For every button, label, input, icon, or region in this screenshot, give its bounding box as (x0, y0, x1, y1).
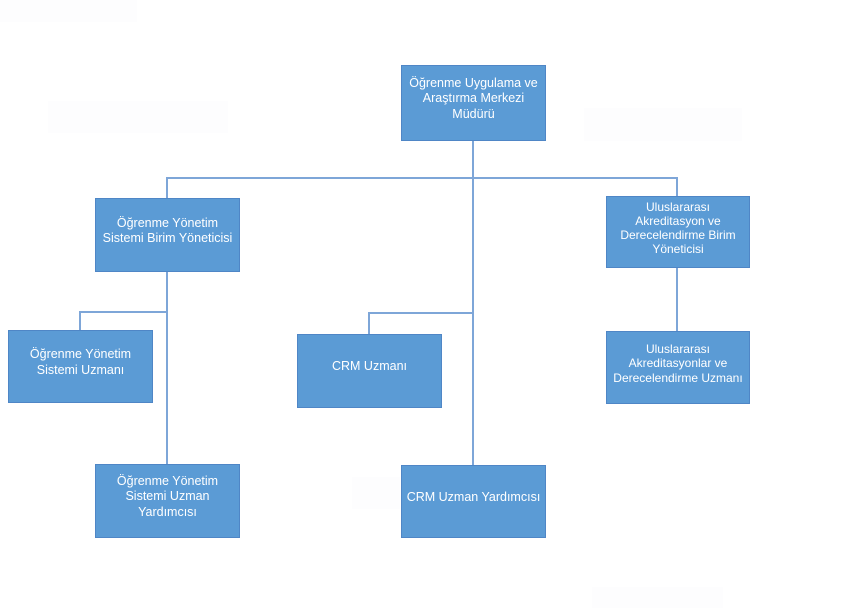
org-node-label: Öğrenme Yönetim Sistemi Uzman Yardımcısı (116, 473, 219, 519)
org-node-intl-specialist[interactable]: Uluslararası Akreditasyonlar ve Derecele… (606, 331, 750, 404)
connector-line (676, 268, 678, 331)
ghost-artifact (352, 477, 400, 509)
connector-line (368, 312, 370, 334)
org-node-label: Öğrenme Uygulama ve Araştırma Merkezi Mü… (409, 75, 538, 121)
org-node-label: CRM Uzmanı (331, 359, 407, 374)
ghost-artifact (592, 587, 723, 608)
org-node-lms-assistant[interactable]: Öğrenme Yönetim Sistemi Uzman Yardımcısı (95, 464, 240, 538)
org-node-label: CRM Uzman Yardımcısı (406, 489, 541, 504)
ghost-artifact (584, 108, 742, 141)
connector-line (676, 177, 678, 196)
org-node-label: Öğrenme Yönetim Sistemi Birim Yöneticisi (102, 215, 233, 246)
org-node-intl-manager[interactable]: Uluslararası Akreditasyon ve Derecelendi… (606, 196, 750, 268)
org-node-crm-assistant[interactable]: CRM Uzman Yardımcısı (401, 465, 546, 538)
org-node-lms-specialist[interactable]: Öğrenme Yönetim Sistemi Uzmanı (8, 330, 153, 403)
org-node-director[interactable]: Öğrenme Uygulama ve Araştırma Merkezi Mü… (401, 65, 546, 141)
ghost-artifact (48, 101, 228, 133)
connector-line (166, 177, 678, 179)
org-node-lms-manager[interactable]: Öğrenme Yönetim Sistemi Birim Yöneticisi (95, 198, 240, 272)
connector-line (166, 177, 168, 198)
connector-line (79, 311, 168, 313)
connector-line (79, 311, 81, 330)
connector-line (368, 312, 474, 314)
org-node-crm-specialist[interactable]: CRM Uzmanı (297, 334, 442, 408)
connector-line (472, 140, 474, 465)
connector-line (166, 272, 168, 464)
org-node-label: Öğrenme Yönetim Sistemi Uzmanı (29, 347, 132, 377)
org-node-label: Uluslararası Akreditasyon ve Derecelendi… (620, 199, 736, 257)
ghost-artifact (0, 0, 137, 22)
org-node-label: Uluslararası Akreditasyonlar ve Derecele… (613, 342, 743, 385)
